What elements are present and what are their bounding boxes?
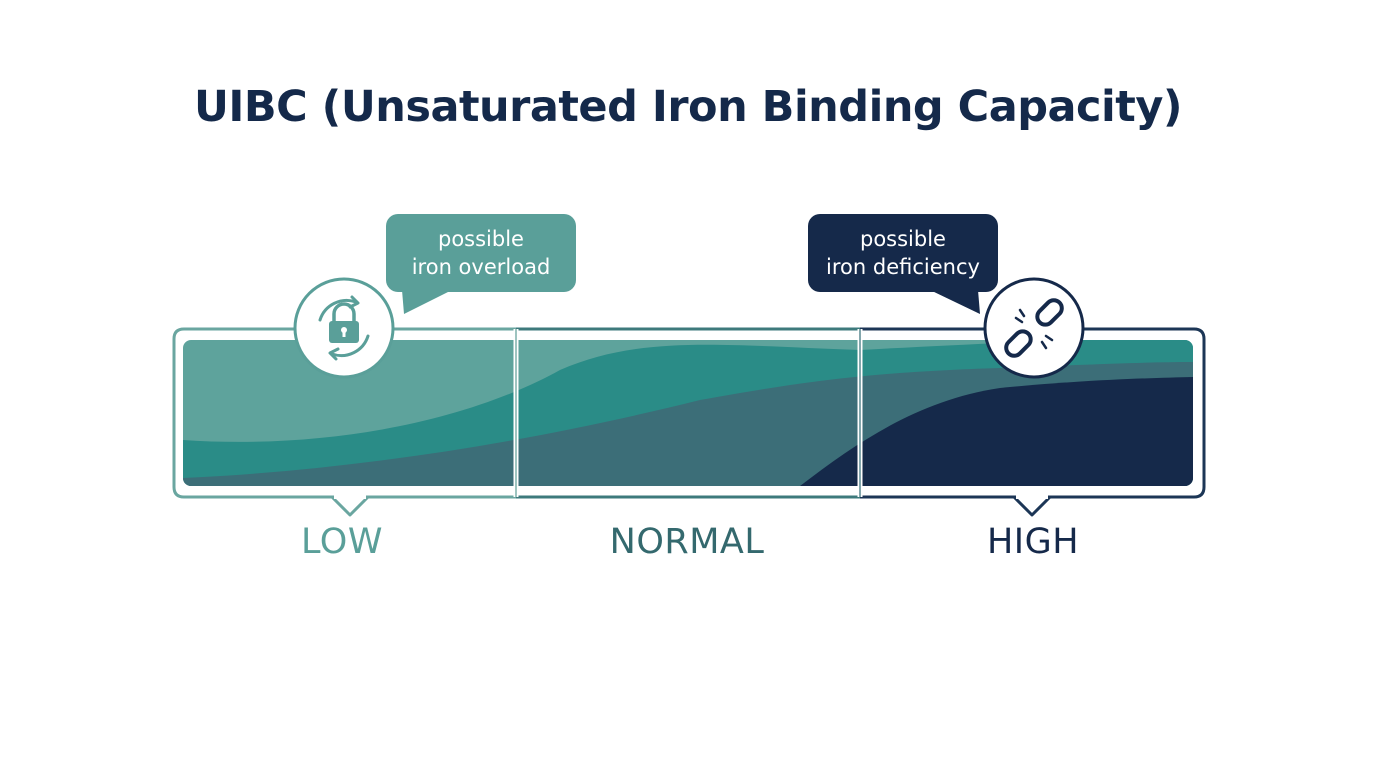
callout-iron-deficiency: possible iron deficiency [808, 214, 998, 292]
callout-low-line1: possible [438, 227, 524, 251]
callout-low-line2: iron overload [411, 255, 551, 279]
zone-label-normal: NORMAL [609, 522, 765, 562]
low-pointer-notch [330, 495, 370, 517]
bar-frame-low [172, 327, 516, 499]
bubble-low-tail [402, 290, 452, 314]
bar-frame-normal [516, 327, 860, 499]
broken-chain-icon [983, 277, 1085, 379]
callout-high-line2: iron deficiency [826, 255, 980, 279]
bubble-high-tail [930, 290, 980, 314]
callout-high-line1: possible [860, 227, 946, 251]
callout-iron-overload: possible iron overload [386, 214, 576, 292]
zone-label-low: LOW [301, 522, 383, 562]
wave-layer-4 [800, 377, 1193, 486]
zone-label-high: HIGH [986, 522, 1080, 562]
lock-cycle-icon [293, 277, 395, 379]
bar-frame-high [860, 327, 1206, 499]
page-title: UIBC (Unsaturated Iron Binding Capacity) [193, 82, 1183, 132]
high-pointer-notch [1012, 495, 1052, 517]
